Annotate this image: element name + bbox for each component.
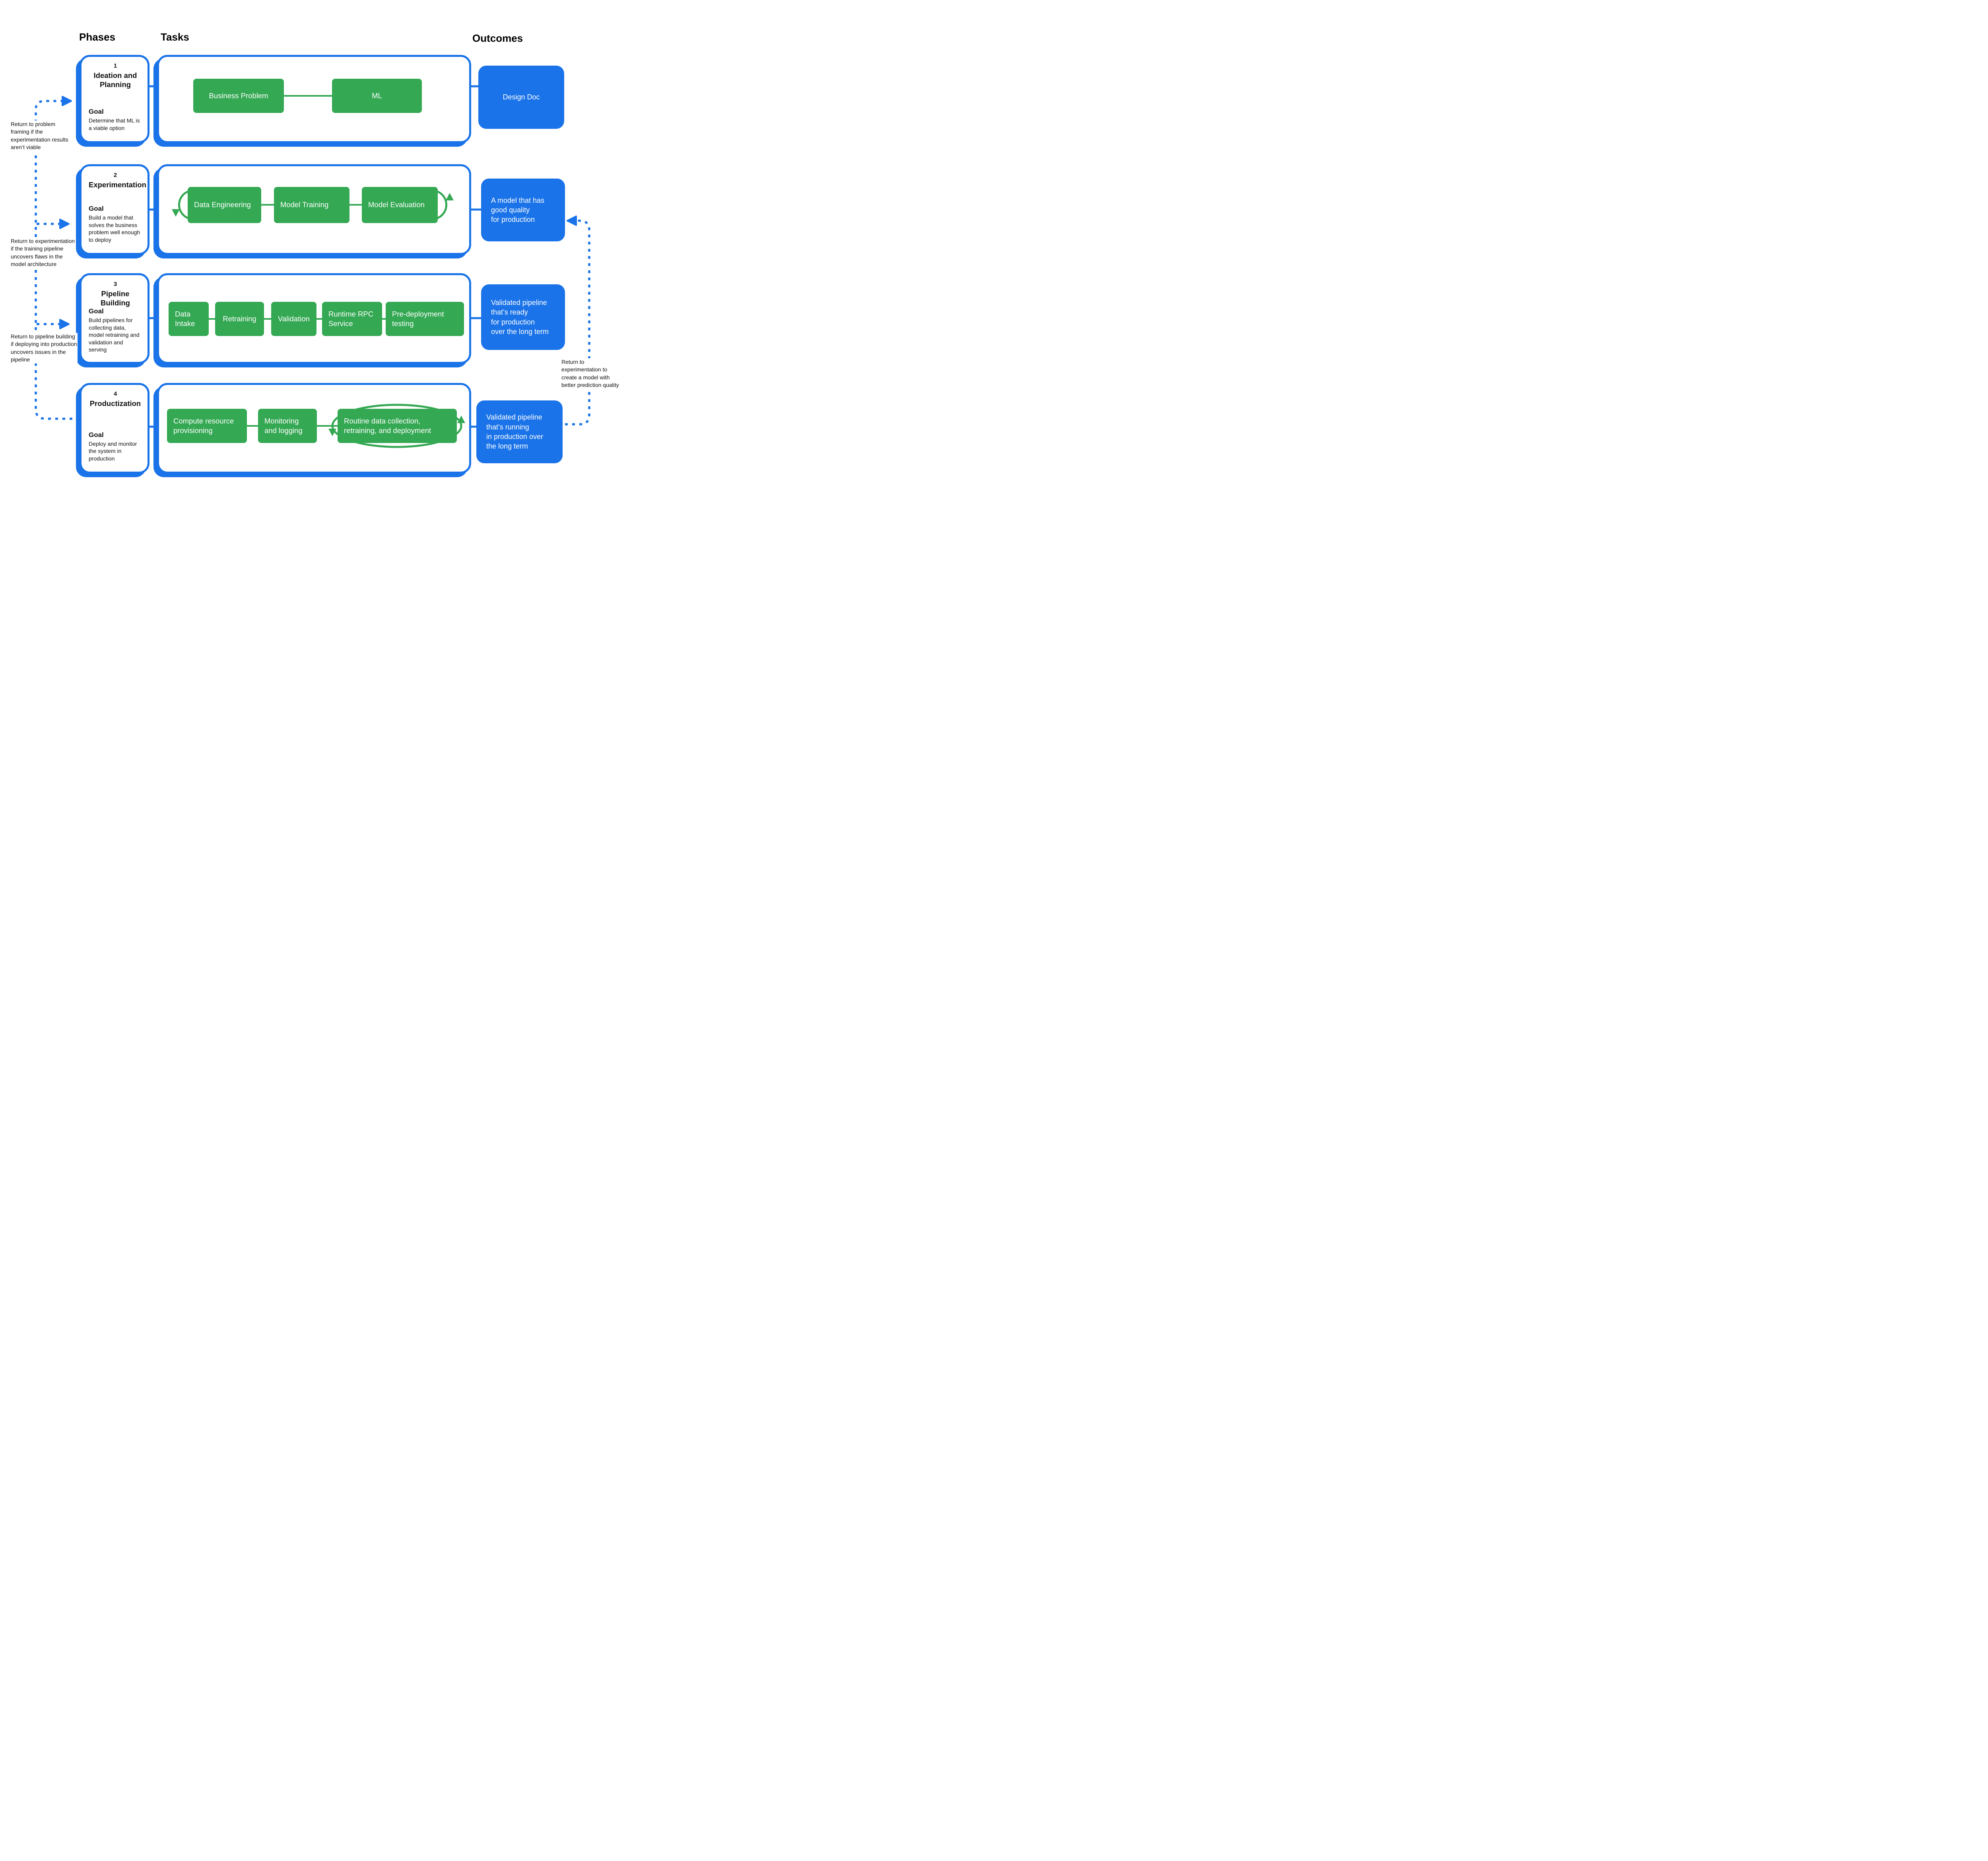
arrow-right-icon [59,319,70,329]
note-return-to-experimentation-right: Return to experimentation to create a mo… [561,358,622,389]
goal-text: Build pipelines for collecting data, mod… [89,317,140,353]
goal-text: Determine that ML is a viable option [89,117,140,131]
note-return-to-problem-framing: Return to problem framing if the experim… [11,120,68,152]
phase-number: 1 [113,62,117,69]
task-runtime-rpc-service: Runtime RPC Service [322,302,382,336]
arrow-left-icon [567,216,577,226]
note-return-to-experimentation: Return to experimentation if the trainin… [11,237,75,268]
arrow-right-icon [62,96,72,106]
task-routine-data-collection: Routine data collection, retraining, and… [338,409,457,443]
task-data-intake: Data Intake [169,302,209,336]
task-business-problem: Business Problem [193,79,284,113]
phase-card-productization: 4 Productization Goal Deploy and monitor… [80,383,149,474]
phase-card-ideation: 1 Ideation and Planning Goal Determine t… [80,55,149,143]
task-monitoring-and-logging: Monitoring and logging [258,409,317,443]
phase-number: 2 [113,172,117,179]
phase-card-pipeline-building: 3 Pipeline Building Goal Build pipelines… [80,273,149,364]
task-model-evaluation: Model Evaluation [362,187,438,223]
return-arrowhead-right [567,216,577,226]
phase-title: Experimentation [89,181,146,189]
outcome-design-doc: Design Doc [478,66,564,129]
task-model-training: Model Training [274,187,349,223]
mlops-phases-diagram: Phases Tasks Outcomes 1 Ideation and Pla… [0,0,623,514]
green-connector-lines [207,95,387,427]
task-validation: Validation [271,302,316,336]
goal-label: Goal [89,307,104,315]
goal-label: Goal [89,431,104,439]
goal-text: Deploy and monitor the system in product… [89,440,137,462]
phase-number: 3 [113,281,117,288]
phase-card-experimentation: 2 Experimentation Goal Build a model tha… [80,164,149,255]
tasks-column-header: Tasks [161,31,189,43]
outcome-good-quality-model: A model that has good quality for produc… [481,179,565,241]
phase-title: Pipeline Building [101,289,130,307]
task-compute-resource-provisioning: Compute resource provisioning [167,409,247,443]
outcome-validated-pipeline-running: Validated pipeline that’s running in pro… [476,400,563,463]
task-ml: ML [332,79,422,113]
task-retraining: Retraining [215,302,264,336]
goal-text: Build a model that solves the business p… [89,214,140,243]
phase-number: 4 [113,390,117,397]
goal-label: Goal [89,205,104,213]
return-path-right [565,220,590,425]
arrow-right-icon [59,219,70,229]
note-return-to-pipeline-building: Return to pipeline building if deploying… [11,333,78,364]
outcome-validated-pipeline-ready: Validated pipeline that’s ready for prod… [481,284,565,350]
phase-title: Productization [89,399,141,408]
phases-column-header: Phases [79,31,116,43]
task-data-engineering: Data Engineering [188,187,261,223]
outcomes-column-header: Outcomes [472,32,523,44]
task-pre-deployment-testing: Pre-deployment testing [386,302,464,336]
goal-label: Goal [89,108,104,116]
phase-title: Ideation and Planning [93,71,137,89]
